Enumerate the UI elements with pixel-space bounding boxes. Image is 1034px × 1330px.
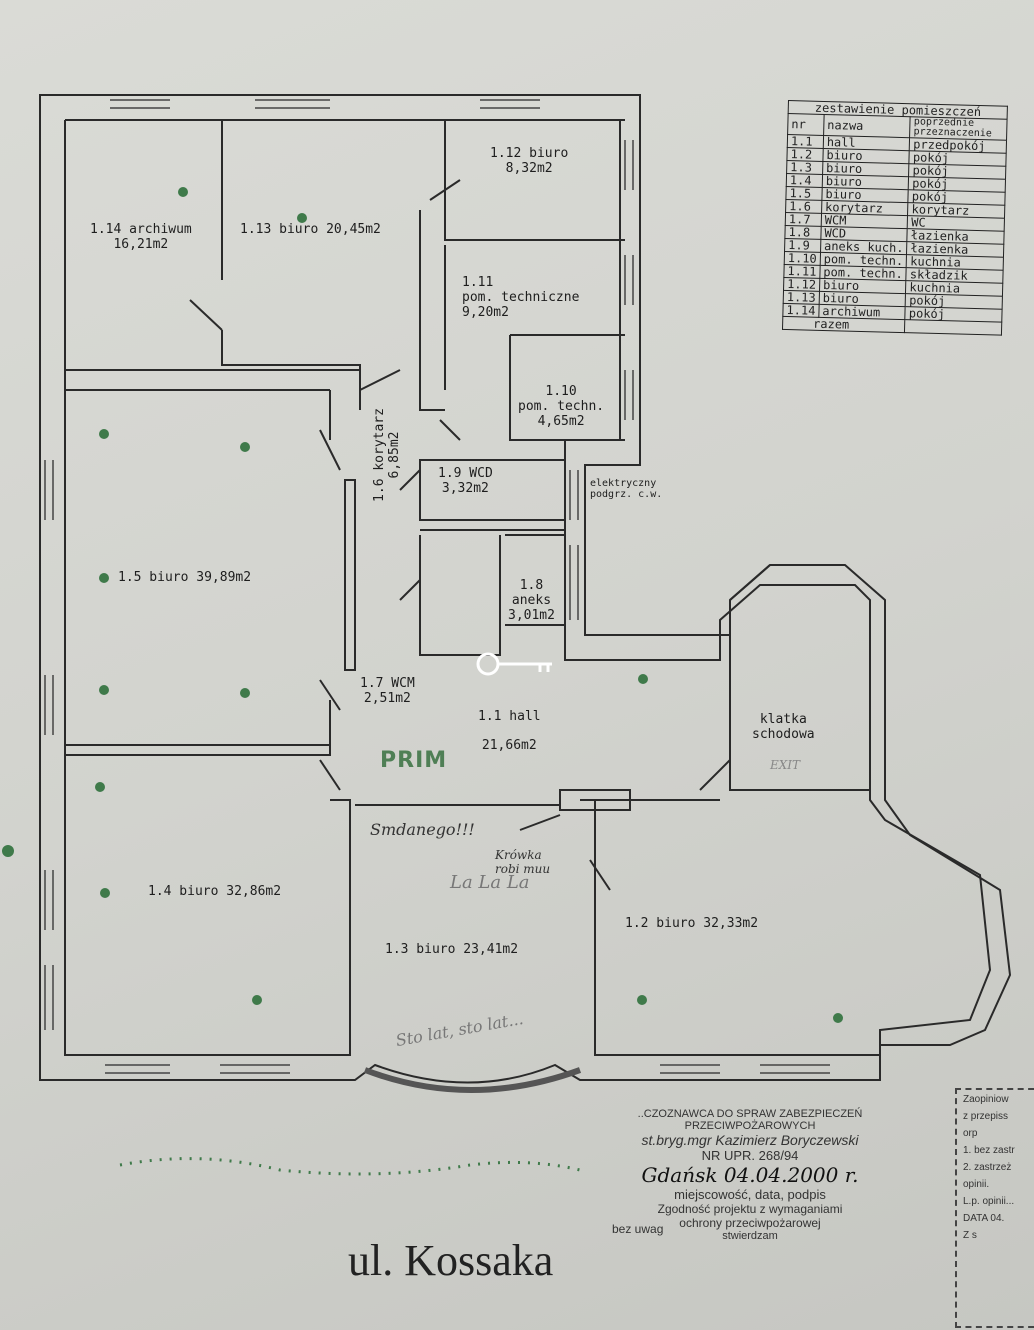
room-area: 3,32m2	[441, 481, 489, 496]
room-area: 6,85m2	[386, 431, 402, 479]
stamp-line: Zgodność projektu z wymaganiami	[657, 1202, 843, 1216]
stamp-line: NR UPR. 268/94	[701, 1148, 799, 1163]
room-type: pom. techn.	[518, 399, 605, 414]
total-row: razem	[782, 316, 906, 333]
handwritten-signature: Gdańsk 04.04.2000 r.	[641, 1163, 859, 1187]
room-name: 1.10	[545, 384, 577, 399]
room-type: pom. techniczne	[462, 290, 580, 305]
box-line: Z s	[963, 1230, 977, 1241]
room-1-3: 1.3 biuro 23,41m2	[385, 942, 519, 957]
box-line: L.p. opinii...	[963, 1196, 1015, 1207]
note-line: podgrz. c.w.	[590, 489, 663, 500]
room-type: aneks	[511, 593, 552, 608]
room-type: schodowa	[752, 727, 815, 742]
box-line: orp	[963, 1128, 978, 1139]
room-area: 21,66m2	[481, 738, 537, 753]
stamp-line: st.bryg.mgr Kazimierz Boryczewski	[641, 1132, 859, 1148]
key-icon	[476, 652, 552, 676]
room-1-2: 1.2 biuro 32,33m2	[625, 916, 759, 931]
table-cell: pokój	[905, 306, 1003, 323]
box-line: 1. bez zastr	[963, 1145, 1015, 1156]
room-1-4: 1.4 biuro 32,86m2	[148, 884, 282, 899]
room-name: 1.12 biuro	[490, 146, 569, 161]
room-area: 16,21m2	[113, 237, 169, 252]
room-name: 1.11	[462, 275, 494, 290]
col-header: nazwa	[823, 114, 911, 138]
prim-label: PRIM	[380, 748, 448, 773]
fire-safety-stamp: ..CZOZNAWCA DO SPRAW ZABEZPIECZEŃ PRZECI…	[590, 1108, 910, 1242]
room-name: 1.14 archiwum	[90, 222, 192, 237]
room-name: klatka	[759, 712, 807, 727]
room-name: 1.1 hall	[478, 709, 541, 724]
room-name: 1.8	[519, 578, 544, 593]
room-1-1: 1.1 hall 21,66m2	[478, 709, 541, 753]
stamp-line: ..CZOZNAWCA DO SPRAW ZABEZPIECZEŃ	[637, 1108, 863, 1120]
box-line: 2. zastrzeż	[963, 1162, 1012, 1173]
room-name: 1.7 WCM	[360, 676, 415, 691]
handwritten-note: La La La	[450, 872, 530, 893]
box-line: Zaopiniow	[963, 1094, 1009, 1105]
exit-note: EXIT	[770, 758, 801, 772]
handwritten-note: Krówka robi muu	[495, 848, 551, 876]
room-area: 3,01m2	[508, 608, 555, 623]
green-dots	[2, 187, 843, 1023]
table-cell: 1.14	[782, 303, 820, 318]
stamp-line: PRZECIWPOŻAROWYCH	[684, 1120, 816, 1132]
room-1-5: 1.5 biuro 39,89m2	[118, 570, 252, 585]
box-line: z przepiss	[963, 1111, 1009, 1122]
box-line: opinii.	[963, 1179, 990, 1190]
room-name: 1.6 korytarz	[371, 408, 387, 502]
note-line: elektryczny	[590, 478, 657, 489]
handwritten-note: Smdanego!!!	[370, 820, 475, 839]
room-area: 4,65m2	[537, 414, 585, 429]
room-name: 1.9 WCD	[438, 466, 493, 481]
stamp-line: stwierdzam	[722, 1230, 778, 1242]
approval-box: Zaopiniow z przepiss orp 1. bez zastr 2.…	[955, 1088, 1034, 1328]
room-area: 8,32m2	[505, 161, 553, 176]
box-line: DATA 04.	[963, 1213, 1005, 1224]
room-area: 9,20m2	[462, 305, 509, 320]
stamp-no-remarks: bez uwag	[612, 1222, 664, 1236]
stamp-line: miejscowość, data, podpis	[674, 1187, 826, 1202]
stamp-line: ochrony przeciwpożarowej	[679, 1216, 821, 1230]
room-1-13: 1.13 biuro 20,45m2	[240, 222, 381, 237]
room-area: 2,51m2	[363, 691, 411, 706]
street-name: ul. Kossaka	[348, 1236, 554, 1285]
col-header: nr	[787, 113, 825, 136]
